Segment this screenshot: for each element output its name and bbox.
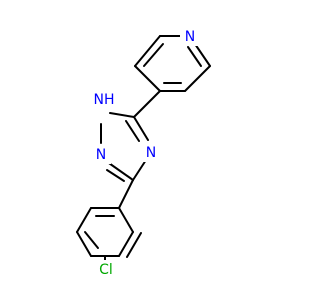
bond — [76, 207, 92, 233]
bond — [143, 43, 164, 67]
atom-cl: Cl — [99, 262, 113, 278]
bond — [105, 160, 134, 181]
bond — [118, 207, 134, 233]
bond — [118, 231, 134, 257]
bond — [126, 232, 142, 258]
bond — [133, 90, 161, 118]
bond — [106, 169, 125, 182]
bond — [118, 179, 134, 209]
bond — [134, 65, 161, 92]
bond — [109, 112, 135, 118]
atom-nh-triazole: NH — [94, 92, 115, 108]
atom-n-triazole-right: N — [146, 145, 156, 161]
atom-n-triazole-left: N — [96, 147, 106, 163]
bond — [76, 231, 92, 257]
bond — [132, 159, 147, 181]
bond — [125, 120, 140, 142]
pyridine-ring — [134, 35, 211, 92]
chlorophenyl-ring — [76, 207, 142, 258]
bond — [84, 231, 99, 249]
bond — [194, 43, 211, 67]
bond — [134, 35, 161, 67]
bond — [184, 65, 211, 92]
atom-n-pyridine: N — [185, 29, 195, 45]
bond — [187, 46, 202, 67]
bond — [133, 116, 149, 141]
triazole-ring — [100, 112, 149, 182]
molecule-structure-diagram: N NH N N Cl — [76, 28, 211, 280]
atom-labels: N NH N N Cl — [91, 28, 200, 280]
